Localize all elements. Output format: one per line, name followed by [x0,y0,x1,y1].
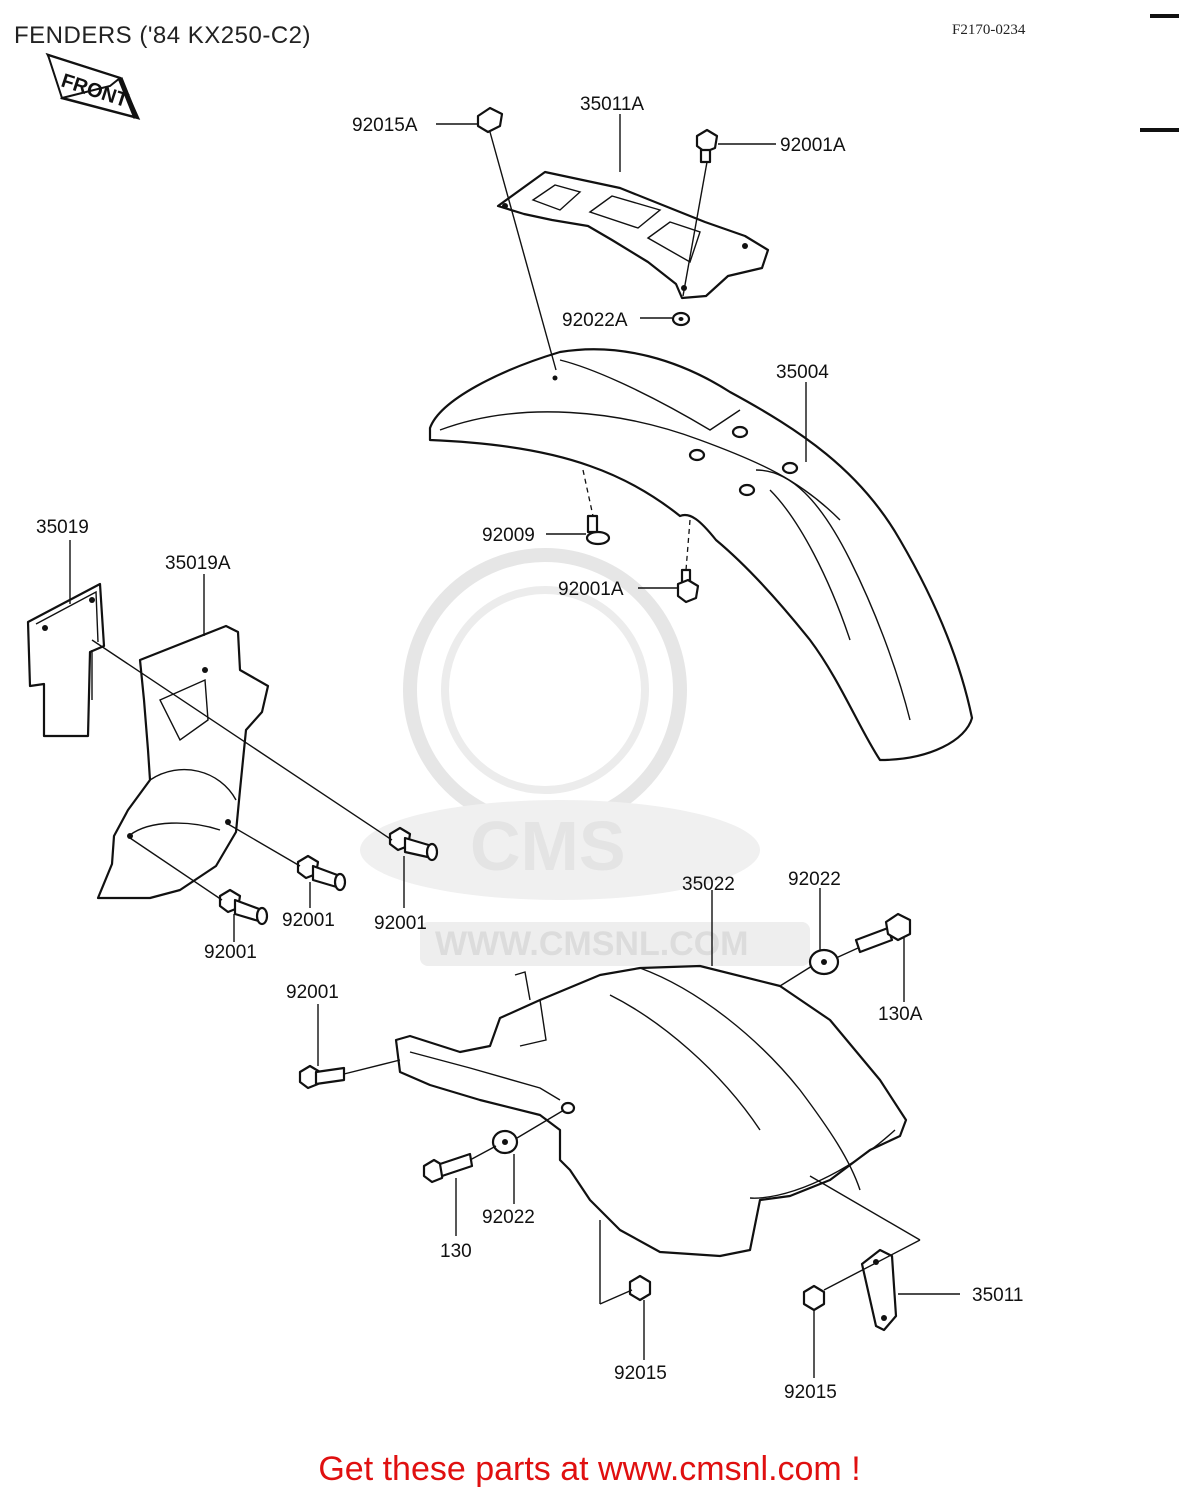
rear-fender-35022-drawing [394,964,908,1258]
screw-92009-drawing [585,514,611,546]
label-92001A-mid: 92001A [558,579,624,600]
bracket-35011A-drawing [496,170,770,300]
cms-watermark: CMS WWW.CMSNL.COM [360,548,810,966]
footer-link[interactable]: Get these parts at www.cmsnl.com ! [318,1450,861,1488]
washer-92022A-drawing [671,311,691,327]
label-35019: 35019 [36,517,89,538]
label-92001-a: 92001 [374,913,427,934]
label-130A: 130A [878,1004,923,1025]
bolt-92001A-drawing [695,128,719,164]
nut-92015-b-drawing [802,1284,826,1312]
label-35011A: 35011A [580,94,644,115]
label-92015-a: 92015 [614,1363,667,1384]
washer-92022-a-drawing [808,948,840,976]
diagram-code: F2170-0234 [952,22,1026,38]
label-92022-b: 92022 [482,1207,535,1228]
label-130: 130 [440,1241,472,1262]
label-92022-a: 92022 [788,869,841,890]
diagram-title: FENDERS ('84 KX250-C2) [14,22,312,49]
watermark-brand: CMS [470,807,626,885]
label-35011: 35011 [972,1285,1023,1306]
label-35004: 35004 [776,362,829,383]
bolt-130-drawing [422,1152,474,1184]
label-92001-b: 92001 [282,910,335,931]
front-fender-35004-drawing [428,348,974,762]
nut-92015-a-drawing [628,1274,652,1302]
bolt-92001-b-drawing [296,854,347,892]
label-92022A: 92022A [562,310,628,331]
bracket-35011-drawing [860,1248,898,1332]
watermark-url: WWW.CMSNL.COM [435,925,749,963]
label-92001-c: 92001 [204,942,257,963]
leader-lines [69,114,960,1378]
bolt-92001-c-drawing [218,888,269,926]
bolt-92001-d-drawing [298,1064,346,1090]
nut-92015A-drawing [476,106,504,134]
part-labels: 92015A 35011A 92001A 92022A 35004 92009 … [36,94,1023,1403]
guard-35019A-drawing [96,624,270,900]
plate-35019-drawing [26,582,106,738]
label-92015A: 92015A [352,115,418,136]
label-92015-b: 92015 [784,1382,837,1403]
label-35019A: 35019A [165,553,231,574]
label-92001A: 92001A [780,135,846,156]
bolt-92001A-mid-drawing [676,568,700,604]
label-92009: 92009 [482,525,535,546]
washer-92022-b-drawing [491,1129,519,1155]
front-arrow-icon: FRONT [45,52,141,120]
bolt-130A-drawing [854,912,912,954]
label-35022: 35022 [682,874,735,895]
bolt-92001-a-drawing [388,826,439,862]
label-92001-d: 92001 [286,982,339,1003]
